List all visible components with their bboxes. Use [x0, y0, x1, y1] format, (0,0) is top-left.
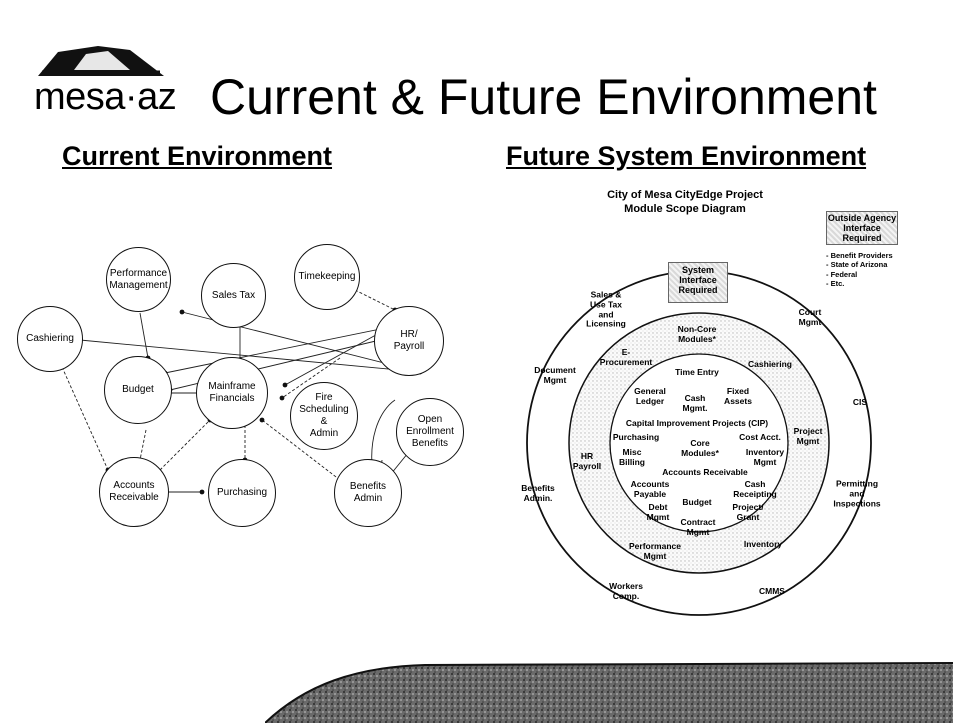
module-scope-diagram-title: City of Mesa CityEdge Project Module Sco… [607, 189, 763, 216]
module-misc-billing: Misc Billing [619, 447, 645, 467]
node-sales-tax: Sales Tax [201, 263, 266, 328]
node-budget: Budget [104, 356, 172, 424]
module-sales-use-tax: Sales & Use Tax and Licensing [586, 289, 626, 329]
module-workers-comp: Workers Comp. [609, 581, 643, 601]
future-environment-heading: Future System Environment [506, 141, 867, 171]
module-cash-receipting: Cash Receipting [733, 479, 777, 499]
node-fire-scheduling: Fire Scheduling & Admin [290, 382, 358, 450]
module-cmms: CMMS [759, 586, 785, 597]
module-inventory: Inventory [743, 539, 783, 550]
module-project-grant: Project/ Grant [732, 502, 764, 522]
node-cashiering: Cashiering [17, 306, 83, 372]
node-benefits-admin: Benefits Admin [334, 459, 402, 527]
node-purchasing: Purchasing [208, 459, 276, 527]
module-cis: CIS [852, 397, 868, 408]
logo-text: mesa·az [34, 76, 177, 118]
module-court-mgmt: Court Mgmt [798, 307, 822, 327]
module-time-entry: Time Entry [675, 367, 719, 378]
mesa-logo-icon [38, 46, 164, 76]
module-debt-mgmt: Debt Mgmt [646, 502, 670, 522]
module-inventory-mgmt: Inventory Mgmt [745, 447, 785, 467]
system-interface-required-box: System Interface Required [668, 262, 728, 303]
node-performance-management: Performance Management [106, 247, 171, 312]
module-general-ledger: General Ledger [634, 386, 666, 406]
module-fixed-assets: Fixed Assets [724, 386, 752, 406]
module-hr-payroll: HR Payroll [572, 451, 602, 471]
module-document-mgmt: Document Mgmt [534, 365, 576, 385]
module-accounts-receivable: Accounts Receivable [662, 467, 748, 478]
node-open-enrollment-benefits: Open Enrollment Benefits [396, 398, 464, 466]
module-accounts-payable: Accounts Payable [630, 479, 670, 499]
legend-outside-agency-box: Outside Agency Interface Required [826, 211, 898, 245]
node-hr-payroll: HR/ Payroll [374, 306, 444, 376]
module-cash-mgmt: Cash Mgmt. [682, 393, 708, 413]
node-mainframe-financials: Mainframe Financials [196, 357, 268, 429]
current-environment-heading: Current Environment [62, 141, 333, 171]
module-permitting-inspections: Permitting and Inspections [833, 478, 881, 508]
module-cost-acct: Cost Acct. [739, 432, 781, 443]
module-core-modules: Core Modules* [681, 438, 719, 458]
module-purchasing: Purchasing [612, 432, 660, 443]
page-title: Current & Future Environment [210, 69, 877, 125]
node-accounts-receivable: Accounts Receivable [99, 457, 169, 527]
footer-decorative-band [265, 662, 953, 723]
module-benefits-admin: Benefits Admin. [521, 483, 555, 503]
module-contract-mgmt: Contract Mgmt [680, 517, 716, 537]
module-project-mgmt: Project Mgmt [793, 426, 823, 446]
module-performance-mgmt: Performance Mgmt [629, 541, 681, 561]
module-budget: Budget [682, 497, 712, 508]
node-timekeeping: Timekeeping [294, 244, 360, 310]
module-cashiering: Cashiering [748, 359, 792, 370]
legend-outside-agency-list: - Benefit Providers - State of Arizona -… [826, 251, 893, 289]
module-non-core-modules: Non-Core Modules* [677, 324, 717, 344]
module-e-procurement: E- Procurement [599, 347, 653, 367]
module-cip: Capital Improvement Projects (CIP) [625, 418, 769, 429]
